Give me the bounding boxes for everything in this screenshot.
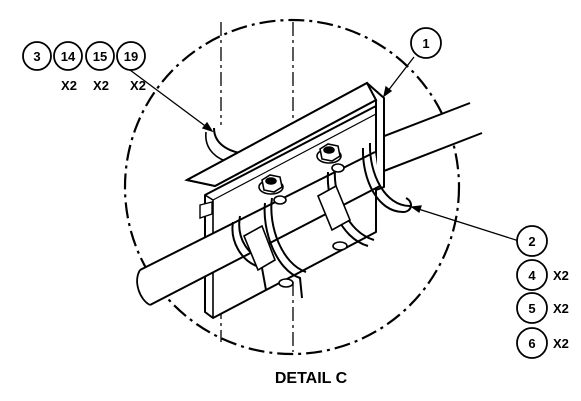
callout-bubble-1 (410, 27, 442, 59)
qty-label-15: X2 (93, 78, 109, 93)
callout-bubble-14 (53, 41, 83, 71)
qty-label-6: X2 (553, 336, 569, 351)
leader-lines (129, 56, 520, 242)
qty-label-19: X2 (130, 78, 146, 93)
callout-label-1: 1 (422, 36, 429, 51)
hex-nuts (258, 143, 345, 205)
callout-bubble-2 (516, 225, 548, 257)
callout-label-19: 19 (124, 49, 138, 64)
callout-group-top-left: 3 14 15 19 X2 X2 X2 (22, 41, 146, 93)
callout-bubble-6 (516, 327, 548, 359)
callout-group-top-right: 1 (410, 27, 442, 59)
qty-label-4: X2 (553, 268, 569, 283)
callout-bubble-15 (85, 41, 115, 71)
detail-title: DETAIL C (275, 370, 348, 387)
qty-label-14: X2 (61, 78, 77, 93)
callout-bubble-19 (116, 41, 146, 71)
callout-bubble-4 (516, 259, 548, 291)
qty-label-5: X2 (553, 301, 569, 316)
callout-label-4: 4 (528, 268, 536, 283)
detail-boundary-circle (123, 18, 461, 356)
callout-bubble-3 (22, 41, 52, 71)
callout-label-3: 3 (33, 49, 40, 64)
callout-bubble-5 (516, 292, 548, 324)
callout-label-15: 15 (93, 49, 107, 64)
callout-label-14: 14 (61, 49, 76, 64)
callout-label-2: 2 (528, 234, 535, 249)
callout-label-5: 5 (528, 301, 535, 316)
clamp-saddles (242, 184, 352, 288)
callout-label-6: 6 (528, 336, 535, 351)
callout-group-right: 2 4 X2 5 X2 6 X2 (516, 225, 569, 359)
